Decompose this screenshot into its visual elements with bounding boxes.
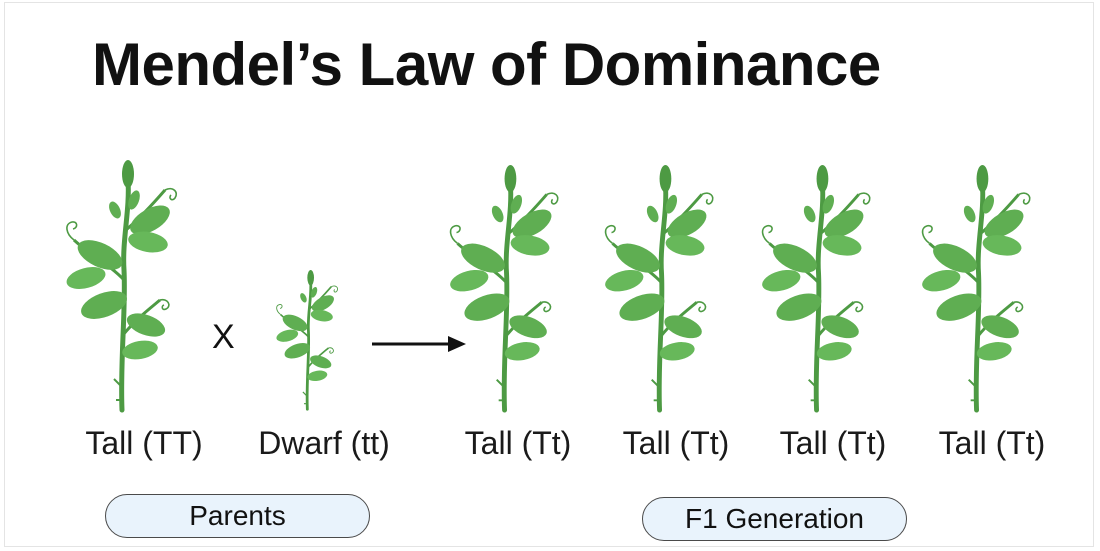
arrow-right-icon: [372, 334, 468, 359]
diagram-frame: [4, 2, 1094, 547]
offspring-label: Tall (Tt): [622, 425, 730, 461]
dwarf-pea-plant: [270, 270, 348, 412]
offspring-label: Tall (Tt): [779, 425, 887, 461]
tall-pea-plant: [55, 160, 195, 415]
offspring-label: Tall (Tt): [938, 425, 1046, 461]
tall-pea-plant: [912, 165, 1047, 415]
page-title: Mendel’s Law of Dominance: [92, 31, 881, 98]
f1-generation-group-label: F1 Generation: [642, 497, 907, 541]
tall-pea-plant: [440, 165, 575, 415]
parent-label-tall: Tall (TT): [85, 425, 203, 461]
tall-pea-plant: [752, 165, 887, 415]
offspring-label: Tall (Tt): [464, 425, 572, 461]
cross-symbol: X: [212, 318, 235, 356]
tall-pea-plant: [595, 165, 730, 415]
parents-group-label: Parents: [105, 494, 370, 538]
parent-label-dwarf: Dwarf (tt): [258, 425, 390, 461]
